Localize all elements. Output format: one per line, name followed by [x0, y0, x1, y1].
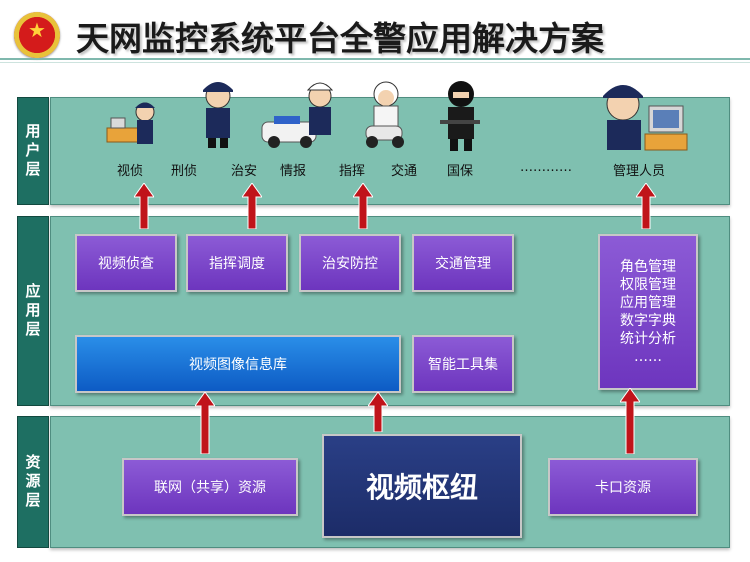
module-video-investigation[interactable]: 视频侦查: [75, 234, 177, 292]
mgmt-item-permission: 权限管理: [620, 277, 676, 293]
video-investigator-figure-icon: [106, 102, 155, 144]
traffic-police-figure-icon: [365, 81, 404, 148]
resource-layer-tab: 资源层: [17, 416, 49, 548]
video-hub[interactable]: 视频枢纽: [322, 434, 522, 538]
special-police-figure-icon: [440, 81, 480, 151]
police-emblem-icon: [14, 12, 60, 58]
mgmt-item-dictionary: 数字字典: [620, 313, 676, 329]
module-command-dispatch[interactable]: 指挥调度: [186, 234, 288, 292]
arrow-up-icon: [353, 183, 373, 229]
mgmt-item-application: 应用管理: [620, 295, 676, 311]
title-divider: [0, 58, 750, 60]
user-label-command: 指挥: [338, 164, 365, 179]
checkpoint-resources[interactable]: 卡口资源: [548, 458, 698, 516]
application-layer-tab: 应用层: [17, 216, 49, 406]
module-traffic-management[interactable]: 交通管理: [412, 234, 514, 292]
administrator-figure-icon: [603, 85, 688, 151]
user-label-traffic: 交通: [390, 164, 417, 179]
mgmt-item-role: 角色管理: [620, 259, 676, 275]
mgmt-item-statistics: 统计分析: [620, 331, 676, 347]
public-security-figure-icon: [261, 82, 334, 148]
network-shared-resources[interactable]: 联网（共享）资源: [122, 458, 298, 516]
management-functions-box[interactable]: 角色管理 权限管理 应用管理 数字字典 统计分析 ……: [598, 234, 698, 390]
page-title: 天网监控系统平台全警应用解决方案: [76, 19, 604, 58]
user-label-video-investigation: 视侦: [116, 164, 143, 179]
smart-toolset[interactable]: 智能工具集: [412, 335, 514, 393]
arrow-up-icon: [620, 388, 640, 454]
arrow-up-icon: [636, 183, 656, 229]
user-layer-tab: 用户层: [17, 97, 49, 205]
arrow-up-icon: [242, 183, 262, 229]
arrow-up-icon: [134, 183, 154, 229]
user-label-public-security: 治安: [230, 164, 257, 179]
arrow-up-icon: [368, 392, 388, 432]
user-label-criminal-investigation: 刑侦: [170, 164, 197, 179]
user-label-administrator: 管理人员: [612, 164, 665, 179]
user-label-national-security: 国保: [446, 164, 473, 179]
user-label-ellipsis: …………: [520, 160, 572, 175]
user-label-intelligence: 情报: [279, 164, 306, 179]
criminal-police-figure-icon: [203, 82, 233, 148]
title-divider-light: [0, 62, 750, 63]
star-icon: ★: [28, 18, 46, 42]
module-public-security-control[interactable]: 治安防控: [299, 234, 401, 292]
video-image-database[interactable]: 视频图像信息库: [75, 335, 401, 393]
arrow-up-icon: [195, 392, 215, 454]
mgmt-item-ellipsis: ……: [634, 349, 662, 365]
